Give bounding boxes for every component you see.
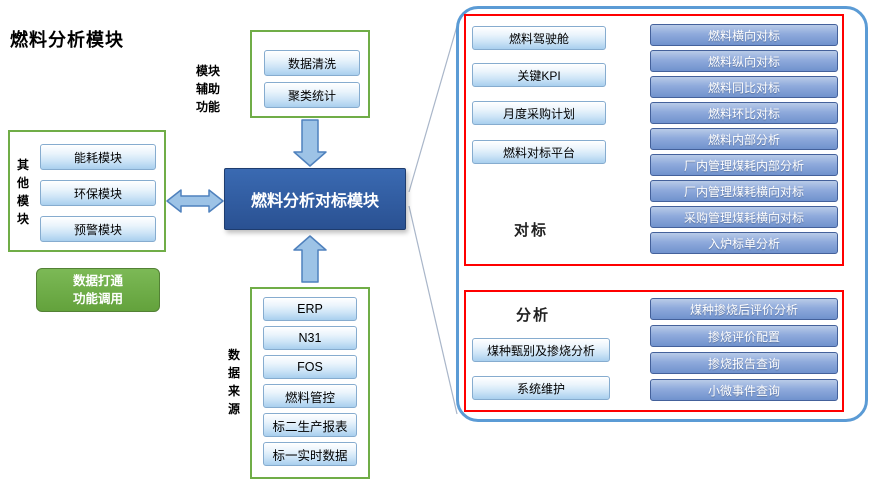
aux-item[interactable]: 聚类统计 [264,82,360,108]
benchmark-function[interactable]: 燃料同比对标 [650,76,838,98]
benchmark-function[interactable]: 入炉标单分析 [650,232,838,254]
benchmark-entry[interactable]: 燃料驾驶舱 [472,26,606,50]
arrow-down-icon [293,119,327,167]
aux-functions-label: 模块辅助功能 [195,64,220,114]
fan-line-top [408,25,458,193]
fan-line-bottom [408,205,458,415]
benchmark-functions: 燃料横向对标 燃料纵向对标 燃料同比对标 燃料环比对标 燃料内部分析 厂内管理煤… [650,24,838,254]
source-item[interactable]: 标二生产报表 [263,413,357,437]
analysis-function[interactable]: 掺烧评价配置 [650,325,838,347]
arrow-up-icon [293,235,327,283]
analysis-function[interactable]: 掺烧报告查询 [650,352,838,374]
analysis-section: 分析 煤种甄别及掺烧分析 系统维护 煤种掺烧后评价分析 掺烧评价配置 掺烧报告查… [464,290,844,412]
benchmark-function[interactable]: 燃料横向对标 [650,24,838,46]
module-item[interactable]: 预警模块 [40,216,156,242]
benchmark-entry[interactable]: 月度采购计划 [472,101,606,125]
source-item[interactable]: ERP [263,297,357,321]
source-item[interactable]: 燃料管控 [263,384,357,408]
other-modules-label: 其他模块 [16,158,29,226]
analysis-label: 分析 [516,307,551,324]
data-link-line2: 功能调用 [72,292,123,306]
aux-item[interactable]: 数据清洗 [264,50,360,76]
data-sources-box: ERP N31 FOS 燃料管控 标二生产报表 标一实时数据 [250,287,370,479]
analysis-function[interactable]: 煤种掺烧后评价分析 [650,298,838,320]
aux-functions-box: 数据清洗 聚类统计 [250,30,370,118]
benchmark-function[interactable]: 厂内管理煤耗内部分析 [650,154,838,176]
source-item[interactable]: N31 [263,326,357,350]
benchmark-function[interactable]: 燃料纵向对标 [650,50,838,72]
analysis-function[interactable]: 小微事件查询 [650,379,838,401]
benchmark-function[interactable]: 燃料环比对标 [650,102,838,124]
source-item[interactable]: 标一实时数据 [263,442,357,466]
module-item[interactable]: 环保模块 [40,180,156,206]
module-item[interactable]: 能耗模块 [40,144,156,170]
analysis-functions: 煤种掺烧后评价分析 掺烧评价配置 掺烧报告查询 小微事件查询 [650,298,838,401]
benchmark-function[interactable]: 燃料内部分析 [650,128,838,150]
benchmark-label: 对标 [514,222,549,239]
analysis-entry[interactable]: 煤种甄别及掺烧分析 [472,338,610,362]
data-link-line1: 数据打通 [72,273,123,288]
data-link-box: 数据打通 功能调用 [36,268,160,312]
page-title: 燃料分析模块 [10,30,124,50]
other-modules-box: 其他模块 能耗模块 环保模块 预警模块 [8,130,166,252]
data-sources-label: 数据来源 [227,348,240,416]
benchmark-entry[interactable]: 燃料对标平台 [472,140,606,164]
source-item[interactable]: FOS [263,355,357,379]
benchmark-function[interactable]: 厂内管理煤耗横向对标 [650,180,838,202]
benchmark-entry[interactable]: 关键KPI [472,63,606,87]
benchmark-section: 燃料驾驶舱 关键KPI 月度采购计划 燃料对标平台 对标 燃料横向对标 燃料纵向… [464,14,844,266]
center-module[interactable]: 燃料分析对标模块 [224,168,406,230]
analysis-entry[interactable]: 系统维护 [472,376,610,400]
benchmark-function[interactable]: 采购管理煤耗横向对标 [650,206,838,228]
arrow-double-horizontal-icon [166,189,224,213]
function-panel [456,6,868,422]
